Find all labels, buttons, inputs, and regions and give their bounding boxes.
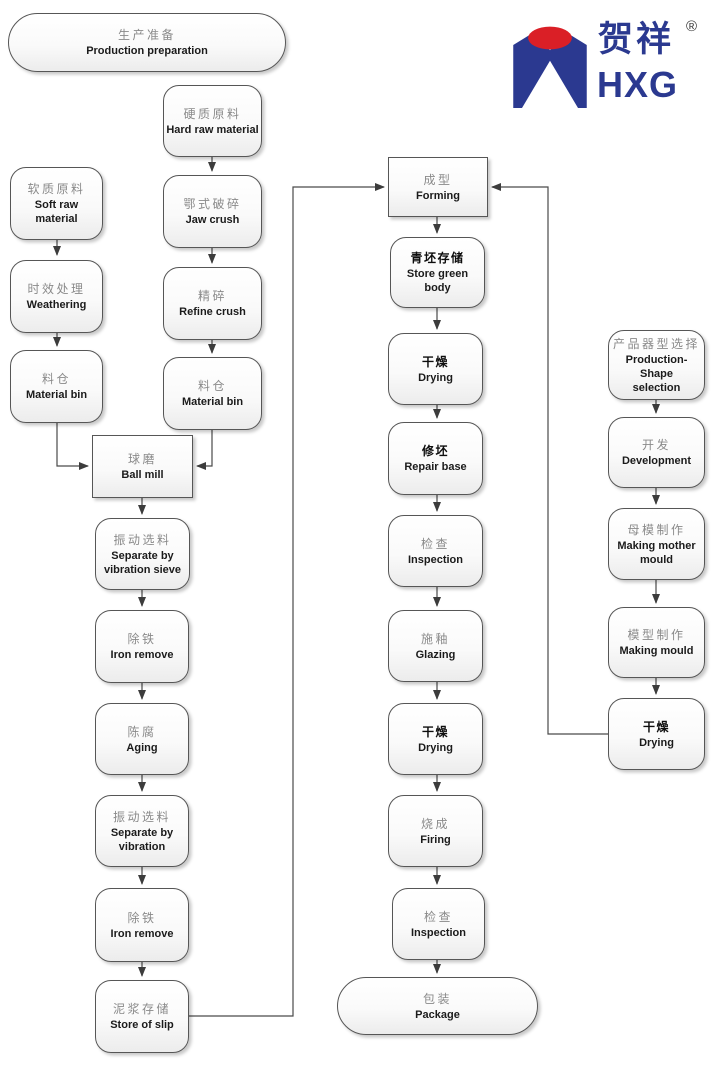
node-en-label: Material bin [181, 396, 244, 408]
node-refine-crush: 精碎 Refine crush [163, 267, 262, 340]
node-forming: 成型 Forming [388, 157, 488, 217]
node-zh-label: 包装 [422, 991, 452, 1006]
node-zh-label: 检查 [420, 536, 450, 551]
node-zh-label: 料仓 [197, 379, 227, 393]
node-repair-base: 修坯 Repair base [388, 422, 483, 495]
logo-abbr-text: HXG [597, 64, 679, 105]
node-production-preparation: 生产准备 Production preparation [8, 13, 286, 72]
node-zh-label: 鄂式破碎 [183, 197, 242, 211]
node-en-label: Making mother mould [617, 539, 696, 566]
node-hard-raw-material: 硬质原料 Hard raw material [163, 85, 262, 157]
node-en-label: Separate by vibration sieve [103, 549, 182, 576]
node-making-mother-mould: 母模制作 Making mother mould [608, 508, 705, 580]
node-aging: 陈腐 Aging [95, 703, 189, 775]
node-glazing: 施釉 Glazing [388, 610, 483, 682]
node-material-bin-right: 料仓 Material bin [163, 357, 262, 430]
node-material-bin-left: 料仓 Material bin [10, 350, 103, 423]
node-en-label: Firing [420, 833, 451, 846]
logo-white-pyramid [522, 60, 578, 108]
node-iron-remove-1: 除铁 Iron remove [95, 610, 189, 683]
logo-chinese-text: 贺祥 [598, 19, 675, 60]
node-en-label: Soft raw material [34, 199, 79, 225]
node-zh-label: 施釉 [420, 631, 450, 646]
node-zh-label: 料仓 [41, 372, 71, 386]
node-drying-3: 干燥 Drying [608, 698, 705, 770]
node-en-label: Hard raw material [166, 123, 259, 136]
node-zh-label: 产品器型选择 [612, 336, 700, 351]
node-en-label: Iron remove [110, 649, 174, 661]
node-separate-by-vibration: 振动选料 Separate by vibration [95, 795, 189, 867]
node-store-green-body: 青坯存储 Store green body [390, 237, 485, 308]
logo-red-ellipse [528, 26, 572, 50]
node-zh-label: 青坯存储 [410, 251, 465, 265]
node-zh-label: 母模制作 [627, 522, 686, 537]
node-zh-label: 生产准备 [117, 28, 176, 42]
node-en-label: Drying [418, 371, 453, 384]
node-en-label: Development [621, 455, 692, 467]
node-en-label: Material bin [25, 389, 88, 401]
node-en-label: Inspection [410, 926, 466, 939]
node-zh-label: 干燥 [421, 724, 449, 739]
node-en-label: Making mould [619, 645, 694, 657]
node-zh-label: 振动选料 [112, 809, 171, 824]
node-en-label: Drying [639, 736, 674, 749]
node-inspection-2: 检查 Inspection [392, 888, 485, 960]
hxg-logo: 贺祥 ® HXG [504, 18, 704, 113]
node-zh-label: 模型制作 [627, 628, 686, 642]
node-en-label: Package [415, 1008, 460, 1021]
node-en-label: Store of slip [110, 1019, 174, 1031]
node-zh-label: 烧成 [420, 816, 450, 831]
node-en-label: Inspection [407, 553, 463, 566]
node-en-label: Separate by vibration [110, 826, 174, 853]
node-zh-label: 硬质原料 [183, 106, 242, 121]
node-drying-1: 干燥 Drying [388, 333, 483, 405]
node-store-of-slip: 泥浆存储 Store of slip [95, 980, 189, 1053]
node-en-label: Forming [416, 189, 460, 202]
node-soft-raw-material: 软质原料 Soft raw material [10, 167, 103, 240]
node-en-label: Drying [418, 741, 453, 754]
node-zh-label: 时效处理 [27, 282, 86, 296]
node-development: 开发 Development [608, 417, 705, 488]
node-package: 包装 Package [337, 977, 538, 1035]
node-en-label: Ball mill [121, 469, 164, 481]
node-en-label: Repair base [404, 461, 467, 473]
node-en-label: Glazing [415, 648, 456, 661]
node-zh-label: 精碎 [197, 289, 227, 303]
node-zh-label: 陈腐 [127, 724, 157, 739]
node-en-label: Iron remove [110, 927, 174, 940]
node-zh-label: 软质原料 [27, 182, 86, 196]
hxg-logo-mark-icon [513, 26, 587, 108]
node-iron-remove-2: 除铁 Iron remove [95, 888, 189, 962]
node-zh-label: 干燥 [421, 354, 449, 369]
node-making-mould: 模型制作 Making mould [608, 607, 705, 678]
node-zh-label: 球磨 [127, 452, 157, 466]
node-en-label: Aging [126, 741, 158, 754]
node-inspection-1: 检查 Inspection [388, 515, 483, 587]
node-separate-by-vibration-sieve: 振动选料 Separate by vibration sieve [95, 518, 190, 590]
node-en-label: Jaw crush [185, 214, 240, 226]
node-zh-label: 开发 [641, 438, 671, 452]
node-zh-label: 除铁 [127, 632, 157, 646]
node-en-label: Production-Shape selection [625, 353, 688, 394]
node-firing: 烧成 Firing [388, 795, 483, 867]
node-en-label: Weathering [26, 299, 87, 311]
node-jaw-crush: 鄂式破碎 Jaw crush [163, 175, 262, 248]
node-en-label: Production preparation [86, 45, 208, 57]
node-zh-label: 检查 [423, 909, 453, 924]
node-weathering: 时效处理 Weathering [10, 260, 103, 333]
node-drying-2: 干燥 Drying [388, 703, 483, 775]
node-zh-label: 除铁 [127, 910, 157, 925]
node-zh-label: 成型 [423, 172, 453, 187]
node-en-label: Refine crush [179, 306, 246, 318]
node-ball-mill: 球磨 Ball mill [92, 435, 193, 498]
node-zh-label: 振动选料 [113, 532, 172, 547]
node-zh-label: 干燥 [642, 719, 670, 734]
node-zh-label: 修坯 [421, 444, 449, 458]
node-en-label: Store green body [406, 268, 469, 294]
registered-trademark-icon: ® [686, 18, 698, 35]
node-production-shape-selection: 产品器型选择 Production-Shape selection [608, 330, 705, 400]
node-zh-label: 泥浆存储 [112, 1002, 171, 1016]
